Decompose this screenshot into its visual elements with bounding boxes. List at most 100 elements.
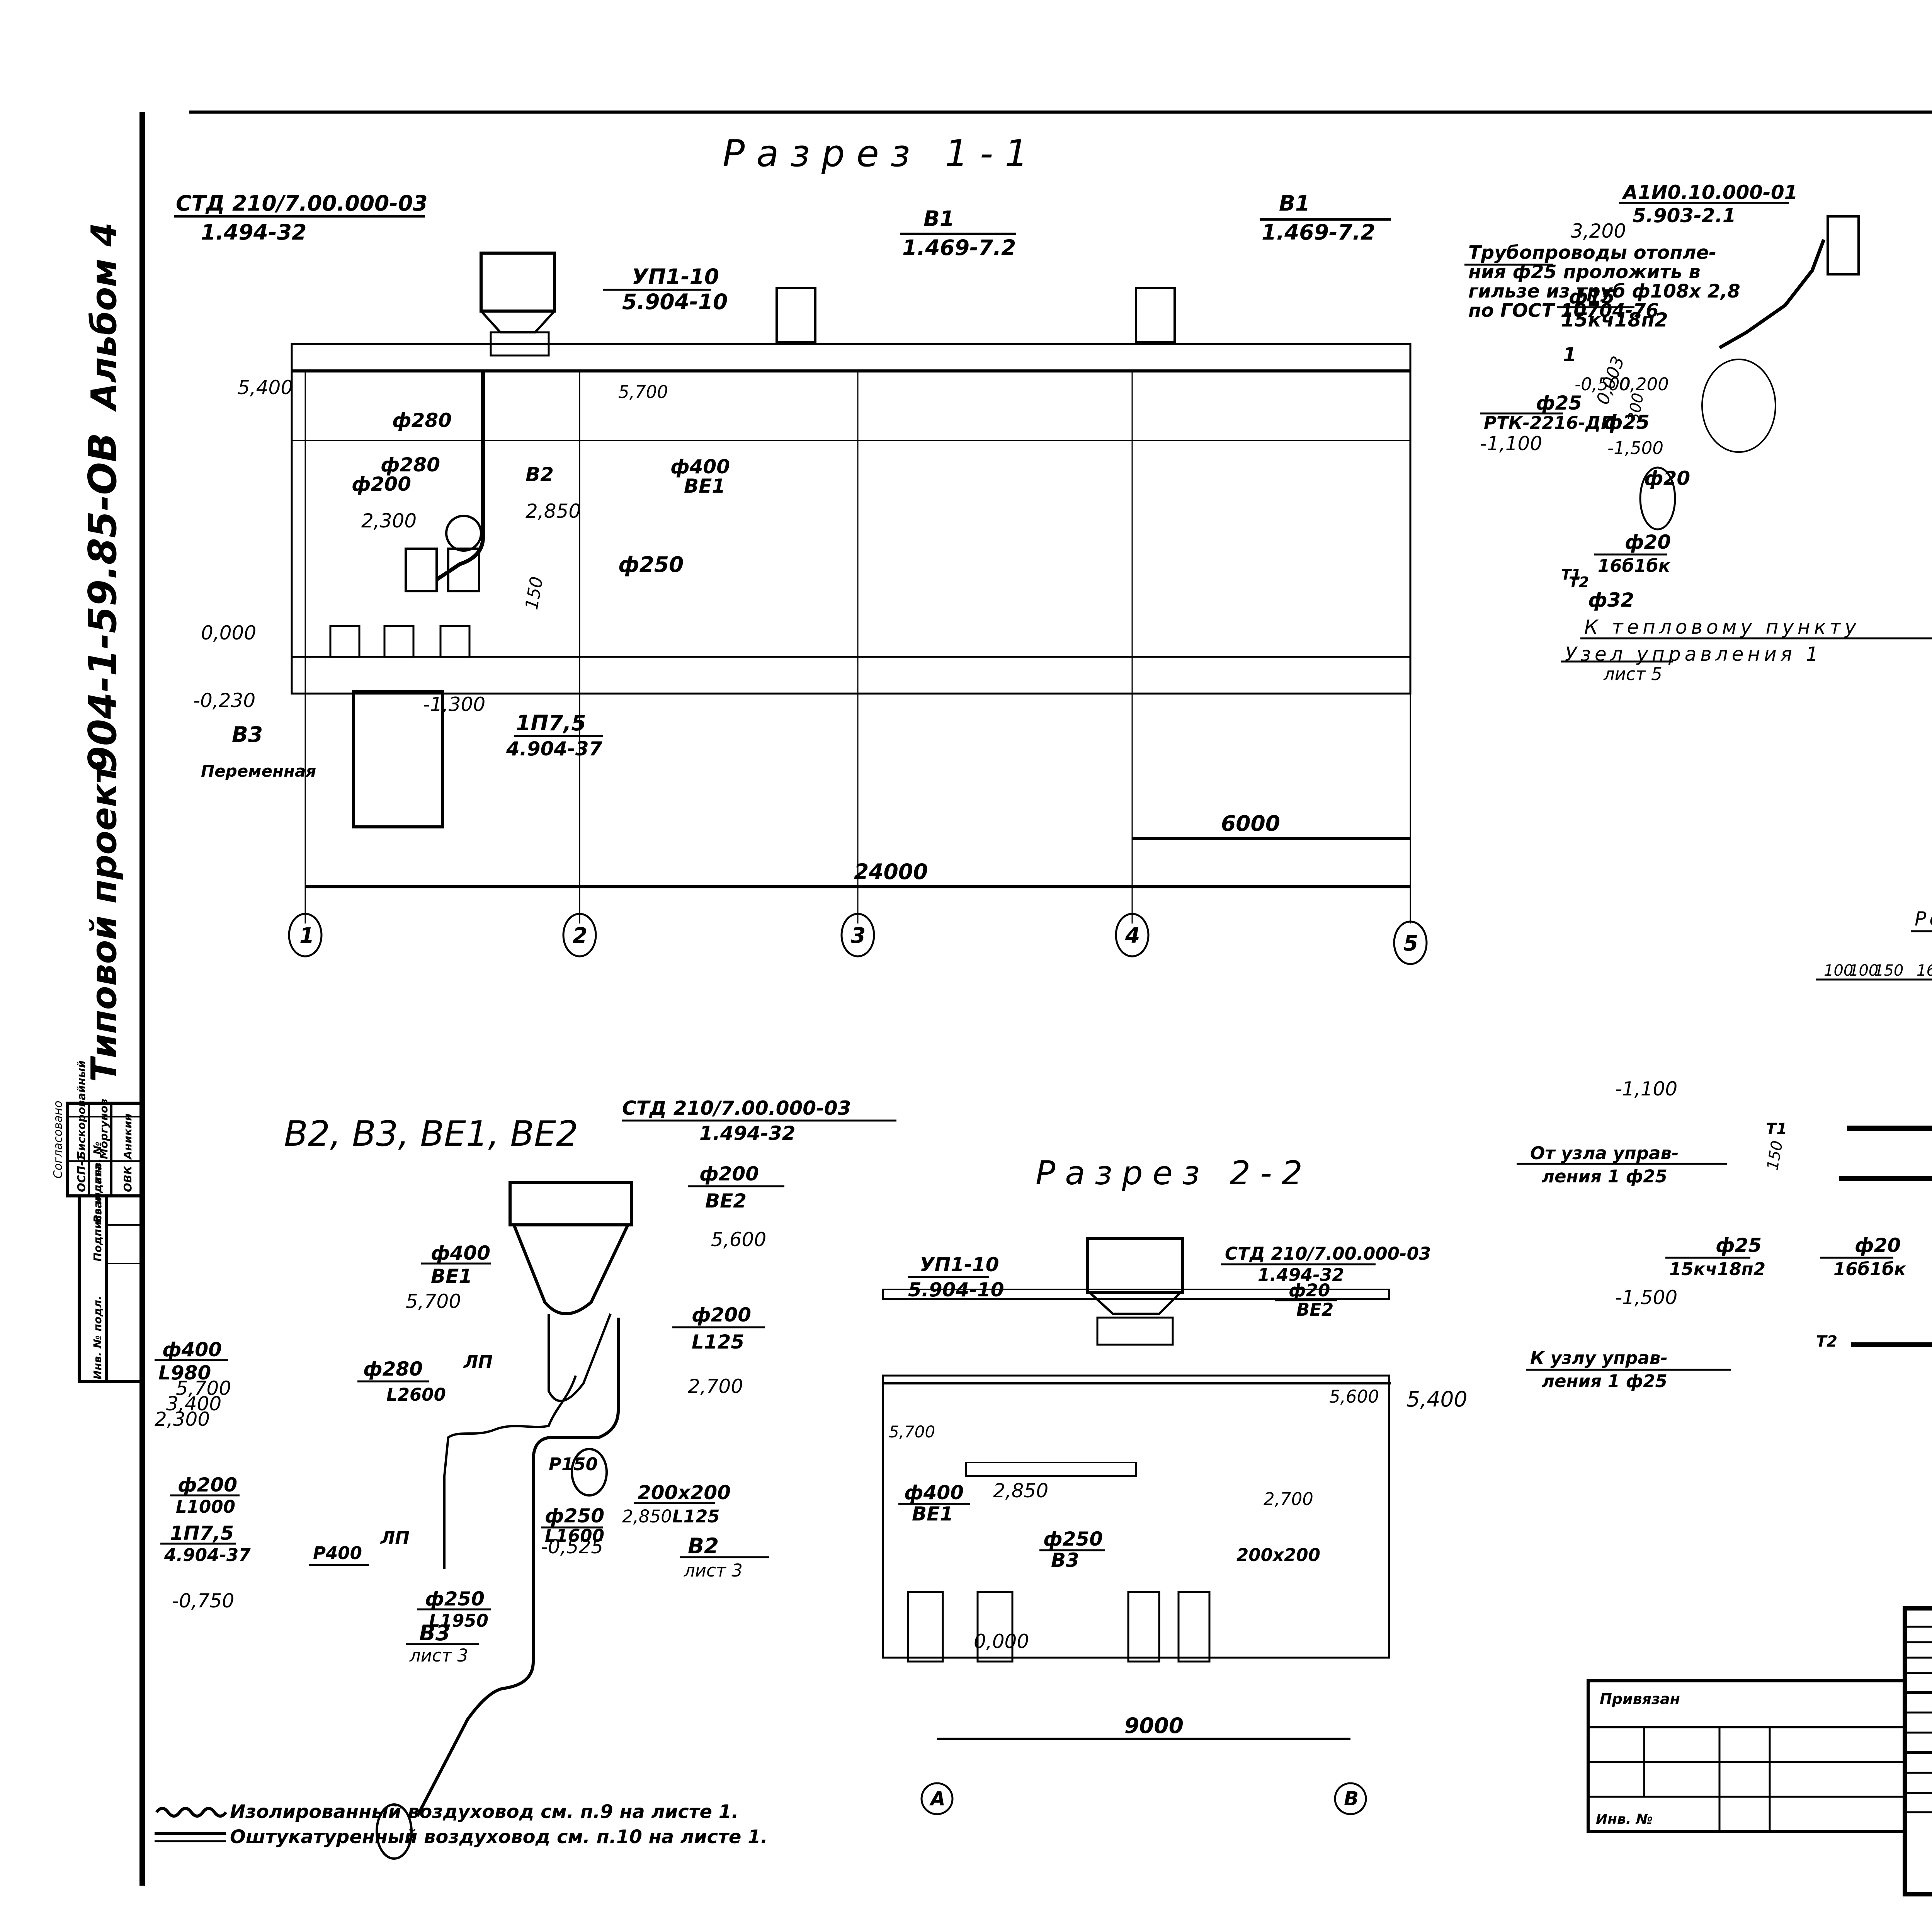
schema-d400-l980-top: ф400 [162,1338,222,1361]
schema-elev-m0525: -0,525 [541,1536,603,1558]
node1-to-node-2: ления 1 ф25 [1542,1371,1667,1391]
schema-elev-2850: 2,850 [622,1506,672,1527]
approval-name-2: Моргунов [97,1099,110,1159]
sec22-dim-9000: 9000 [1124,1713,1184,1738]
sec22-d250-top: ф250 [1043,1528,1103,1550]
sec22-elev-5700: 5,700 [889,1422,935,1441]
sec22-elev-2850: 2,850 [993,1480,1048,1502]
sec11-b1b-bottom: 1.469-7.2 [1262,220,1375,245]
schema-elev-5600: 5,600 [711,1228,766,1251]
sec11-dim-bay: 6000 [1221,811,1280,836]
schema-elev-m0750: -0,750 [172,1590,234,1612]
schema-d400-be1-bottom: ВЕ1 [431,1265,472,1287]
sec22-elev-0000: 0,000 [974,1630,1029,1653]
schema-p400: Р400 [313,1543,362,1563]
schema-d200-l125-bottom: L125 [692,1331,744,1353]
sec22-d250-bottom: В3 [1051,1549,1079,1571]
heating-elev-3200: 3,200 [1571,220,1626,242]
schema-rect200-top: 200х200 [638,1481,731,1504]
section-1-1-title: Разрез 1-1 [723,133,1040,175]
heating-d25-rtk-bottom: РТК-2216-ДП [1484,413,1616,433]
node1-dim-top-1: 100 [1824,962,1853,980]
approval-title: Согласовано [51,1100,65,1179]
node1-regulator-1: Регулятор темпера- [1915,908,1932,930]
sec11-b1a-top: В1 [923,206,954,231]
schema-b2-bottom: лист 3 [684,1560,743,1581]
sec11-fan-top: 1П7,5 [516,711,586,735]
node1-dim-top-3: 150 [1874,962,1903,980]
inv-no-label: Инв. № [1596,1811,1653,1827]
approval-name-1: Бискоровайный [75,1060,88,1159]
schema-d400-l980-bottom: L980 [158,1362,211,1384]
schema-deflector-top: СТД 210/7.00.000-03 [622,1097,851,1119]
sec11-d200: ф200 [352,473,411,495]
sec22-axis-a: А [929,1787,946,1810]
schema-d200-be2-top: ф200 [699,1163,759,1185]
heating-d25-a: ф25 [1604,411,1650,434]
sec22-rect-200: 200х200 [1236,1545,1320,1565]
sec11-upl-bottom: 5.904-10 [622,289,728,314]
heating-d32: ф32 [1588,589,1634,611]
heating-elev-m1500: -1,500 [1607,438,1663,458]
sec11-elev-5700: 5,700 [618,382,668,402]
schema-d200-l1000-top: ф200 [178,1474,237,1496]
project-label-vertical: Типовой проект [84,762,124,1082]
sec11-upl-top: УП1-10 [632,264,719,289]
node1-dim-150: 150 [1764,1139,1787,1172]
schema-elev-2700: 2,700 [688,1375,743,1398]
sec11-d400-bottom: ВЕ1 [684,475,725,497]
node1-d25-valve-top: ф25 [1716,1234,1762,1257]
schema-d400-be1-top: ф400 [431,1242,490,1264]
schema-lp-b: ЛП [380,1527,410,1548]
left-stamp: Альбом 4 904-1-59.85-ОВ Типовой проект [80,222,125,1082]
heating-t1: Т1 [1561,566,1581,583]
approval-name-3: Аникин [121,1113,134,1160]
schema-d250-l1600-bottom: L1600 [545,1526,604,1546]
node1-t1: Т1 [1766,1120,1787,1138]
sec11-elev-2850: 2,850 [526,500,581,522]
schema-d280-bottom: L2600 [386,1384,446,1405]
schema-d250-l1950-bottom: L1950 [429,1611,488,1631]
schema-rect200-bottom: L125 [672,1506,720,1527]
sec22-d400-top: ф400 [904,1481,964,1504]
sec11-dim-total: 24000 [854,859,928,884]
node1-from-node-2: ления 1 ф25 [1542,1166,1667,1187]
title-block: ТП 904-1-59.85-ОВ Компрессорная станция … [1587,1606,1932,1896]
sec22-d20-top: ф20 [1289,1280,1330,1301]
section-2-2: Разрез 2-2 УП1-10 5.904-10 СТД 210/7.00.… [882,1154,1467,1815]
sec11-axis-markers: 1 2 3 4 5 [288,913,1428,965]
schema-elev-5700-a: 5,700 [406,1290,461,1313]
node1-elev-m1500: -1,500 [1615,1286,1677,1309]
axis-4: 4 [1125,923,1140,948]
schema-p150: Р150 [549,1454,598,1475]
schema-d200-l125-top: ф200 [692,1304,751,1326]
heating-d25-rtk-top: ф25 [1536,392,1582,414]
section-2-2-title: Разрез 2-2 [1036,1154,1312,1192]
heating-d20-valve-top: ф20 [1625,531,1671,553]
schema-title: В2, В3, ВЕ1, ВЕ2 [284,1114,578,1154]
node1-dim-top-2: 100 [1849,962,1878,980]
approval-stamp: Согласовано Бискоровайный Моргунов Аники… [51,1060,144,1383]
axis-5: 5 [1403,931,1418,956]
heating-d20-a: ф20 [1644,467,1690,490]
schema-b2-b3-be1-be2: В2, В3, ВЕ1, ВЕ2 СТД 210/7.00.000-03 1.4… [155,1097,896,1860]
sec11-elev-5400: 5,400 [238,376,293,399]
sec11-b1b-top: В1 [1279,191,1310,216]
heating-d20-valve-bottom: 16б1бк [1598,556,1671,576]
sec11-b1a-bottom: 1.469-7.2 [902,235,1016,260]
approval-org-3: ОВК [121,1165,134,1192]
schema-d250-l1600-top: ф250 [545,1505,604,1527]
sec11-d250: ф250 [618,552,684,577]
legend-text-2: Оштукатуренный воздуховод см. п.10 на ли… [230,1826,768,1848]
heating-d15-top: ф15 [1569,286,1615,308]
node1-from-node-1: От узла управ- [1530,1143,1679,1163]
legend: Изолированный воздуховод см. п.9 на лист… [155,1801,768,1848]
schema-elev-2300: 2,300 [155,1408,210,1430]
schema-deflector-bottom: 1.494-32 [699,1122,796,1145]
sec22-d400-bottom: ВЕ1 [912,1503,953,1525]
heating-node-1: 1 [1563,344,1577,366]
schema-fan-bottom: 4.904-37 [164,1545,251,1565]
axis-2: 2 [573,923,587,948]
stamp-side-label-1: Взам. инв. № [91,1141,104,1223]
heating-to-heat-point: К тепловому пункту [1584,616,1860,638]
